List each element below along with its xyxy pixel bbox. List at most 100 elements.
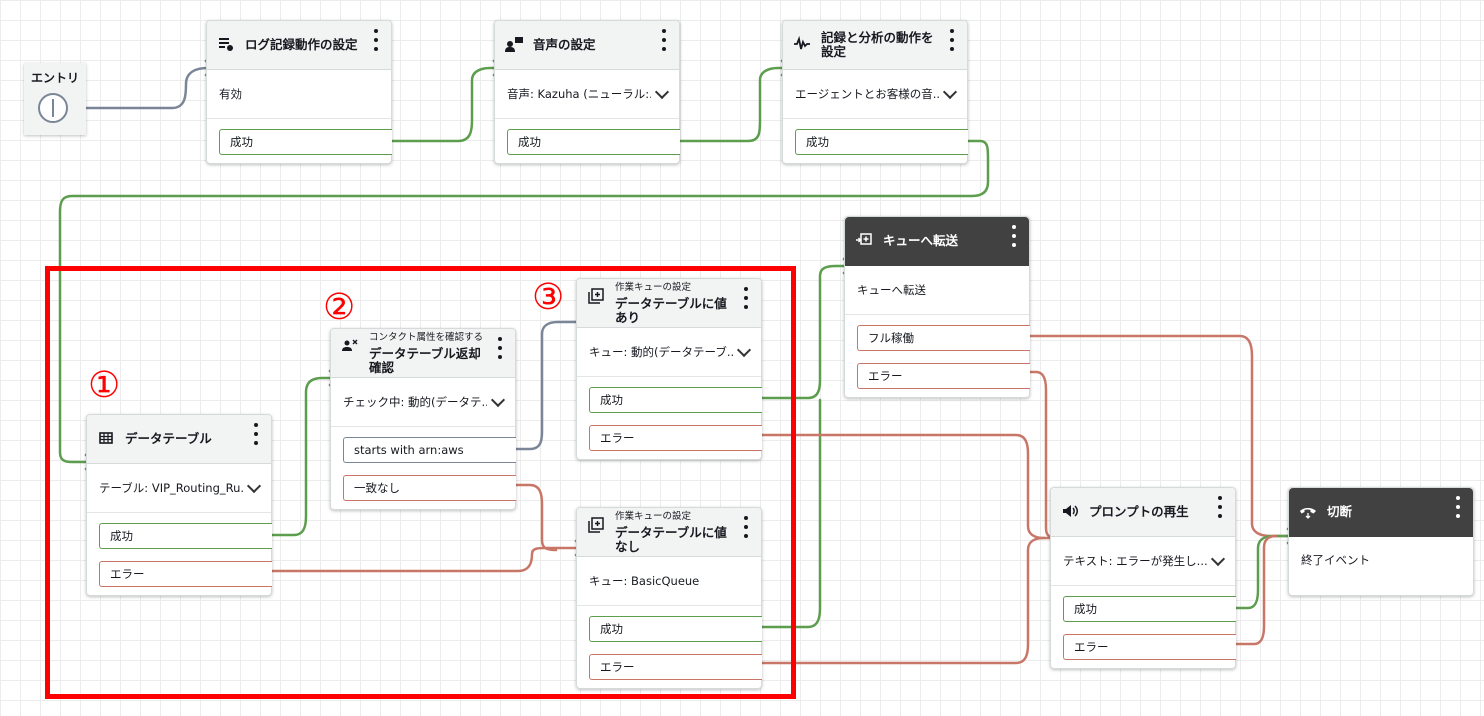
marker-3: ③ (532, 277, 565, 318)
block-parameter-dropdown[interactable]: キュー: 動的(データテーブ... (577, 328, 761, 377)
wire-check-nomatch-to-novalue (514, 483, 558, 552)
branch-error[interactable]: エラー (1063, 634, 1236, 660)
more-options-icon[interactable] (251, 423, 261, 445)
branch-at-capacity[interactable]: フル稼働 (857, 325, 1030, 351)
block-set-queue-with-value[interactable]: 作業キューの設定 データテーブルに値あり キュー: 動的(データテーブ... 成… (576, 278, 762, 460)
block-branches: 成功 エラー (577, 377, 762, 459)
entry-start-icon (38, 93, 68, 123)
block-parameter-dropdown[interactable]: テキスト: エラーが発生し... (1051, 537, 1235, 586)
more-options-icon[interactable] (741, 287, 751, 309)
block-transfer-to-queue[interactable]: キューへ転送 キューへ転送 フル稼働 エラー (844, 216, 1030, 398)
more-options-icon[interactable] (371, 29, 381, 51)
wire-table-error-to-novalue (270, 546, 586, 573)
more-options-icon[interactable] (659, 29, 669, 51)
chevron-down-icon (736, 342, 752, 358)
block-play-prompt[interactable]: プロンプトの再生 テキスト: エラーが発生し... 成功 エラー (1050, 487, 1236, 669)
block-header: 作業キューの設定 データテーブルに値なし (577, 508, 761, 557)
chevron-down-icon (246, 478, 262, 494)
branch-error[interactable]: エラー (99, 561, 272, 587)
branch-success[interactable]: 成功 (589, 387, 762, 413)
branch-error[interactable]: エラー (857, 363, 1030, 389)
block-title-group: 作業キューの設定 データテーブルに値なし (615, 508, 729, 556)
wire-table-success-to-check (270, 376, 340, 537)
branch-success[interactable]: 成功 (1063, 596, 1236, 622)
block-set-queue-no-value[interactable]: 作業キューの設定 データテーブルに値なし キュー: BasicQueue 成功 … (576, 507, 762, 689)
branch-error[interactable]: エラー (589, 425, 762, 451)
entry-block[interactable]: エントリ (24, 63, 86, 135)
entry-label: エントリ (30, 71, 79, 85)
transfer-queue-icon (855, 231, 873, 249)
wire-entry-to-log (66, 66, 216, 110)
block-header: プロンプトの再生 (1051, 488, 1235, 537)
branch-success[interactable]: 成功 (99, 523, 272, 549)
block-title: データテーブル (125, 431, 212, 446)
log-settings-icon (217, 35, 235, 53)
wire-prompt-error-to-disconnect (1234, 534, 1278, 646)
waveform-icon (793, 35, 811, 53)
wire-voice-to-record (678, 66, 792, 143)
hang-up-icon (1299, 502, 1317, 520)
block-title: データテーブルに値あり (615, 296, 727, 325)
block-header: ログ記録動作の設定 (207, 21, 391, 70)
block-parameter[interactable]: 有効 (207, 70, 391, 119)
branch-success[interactable]: 成功 (507, 129, 680, 155)
table-grid-icon (97, 429, 115, 447)
block-disconnect[interactable]: 切断 終了イベント (1288, 487, 1474, 596)
block-header: キューへ転送 (845, 217, 1029, 266)
block-parameter[interactable]: キュー: BasicQueue (577, 557, 761, 606)
block-header: 記録と分析の動作を設定 (783, 21, 967, 70)
branch-success[interactable]: 成功 (795, 129, 968, 155)
block-footer-space (1289, 583, 1473, 595)
more-options-icon[interactable] (1453, 496, 1463, 518)
block-check-attributes[interactable]: コンタクト属性を確認する データテーブル返却確認 チェック中: 動的(データテ.… (330, 328, 516, 510)
block-title: プロンプトの再生 (1089, 504, 1189, 519)
block-title: 音声の設定 (533, 37, 596, 52)
branch-condition[interactable]: starts with arn:aws (343, 437, 516, 463)
block-parameter-dropdown[interactable]: チェック中: 動的(データテ... (331, 378, 515, 427)
block-voice-settings[interactable]: 音声の設定 音声: Kazuha (ニューラル:... 成功 (494, 20, 680, 164)
block-title: データテーブルに値なし (615, 525, 727, 554)
block-parameter[interactable]: キューへ転送 (845, 266, 1029, 315)
block-data-table[interactable]: データテーブル テーブル: VIP_Routing_Ru... 成功 エラー (86, 414, 272, 596)
branch-no-match[interactable]: 一致なし (343, 475, 516, 501)
branch-success[interactable]: 成功 (589, 616, 762, 642)
chevron-down-icon (654, 84, 670, 100)
branch-success[interactable]: 成功 (219, 129, 392, 155)
more-options-icon[interactable] (1009, 225, 1019, 247)
speaker-icon (1061, 502, 1079, 520)
block-title-group: 作業キューの設定 データテーブルに値あり (615, 279, 729, 327)
block-branches: 成功 (783, 119, 968, 163)
wire-value-error-to-prompt (760, 433, 1062, 540)
set-queue-icon (587, 516, 605, 534)
block-header: 作業キューの設定 データテーブルに値あり (577, 279, 761, 328)
wire-novalue-success-to-transfer (760, 398, 822, 629)
block-parameter-dropdown[interactable]: テーブル: VIP_Routing_Ru... (87, 464, 271, 513)
block-branches: 成功 エラー (87, 513, 272, 595)
more-options-icon[interactable] (1215, 496, 1225, 518)
block-parameter-dropdown[interactable]: エージェントとお客様の音... (783, 70, 967, 119)
block-branches: 成功 (207, 119, 392, 163)
block-type-label: 作業キューの設定 (615, 282, 692, 293)
block-title: ログ記録動作の設定 (245, 37, 358, 52)
wire-prompt-success-to-disconnect (1234, 534, 1298, 610)
chevron-down-icon (1210, 551, 1226, 567)
more-options-icon[interactable] (495, 337, 505, 359)
set-queue-icon (587, 287, 605, 305)
chevron-down-icon (490, 392, 506, 408)
more-options-icon[interactable] (947, 29, 957, 51)
branch-error[interactable]: エラー (589, 654, 762, 680)
block-recording-settings[interactable]: 記録と分析の動作を設定 エージェントとお客様の音... 成功 (782, 20, 968, 164)
block-header: データテーブル (87, 415, 271, 464)
marker-2: ② (323, 287, 356, 328)
more-options-icon[interactable] (741, 516, 751, 538)
block-header: コンタクト属性を確認する データテーブル返却確認 (331, 329, 515, 378)
voice-icon (505, 35, 523, 53)
block-title-group: コンタクト属性を確認する データテーブル返却確認 (369, 329, 483, 377)
chevron-down-icon (942, 84, 958, 100)
wire-log-to-voice (390, 66, 504, 143)
block-log-settings[interactable]: ログ記録動作の設定 有効 成功 (206, 20, 392, 164)
block-title: キューへ転送 (883, 233, 959, 248)
block-parameter-dropdown[interactable]: 音声: Kazuha (ニューラル:... (495, 70, 679, 119)
block-parameter[interactable]: 終了イベント (1301, 553, 1370, 567)
